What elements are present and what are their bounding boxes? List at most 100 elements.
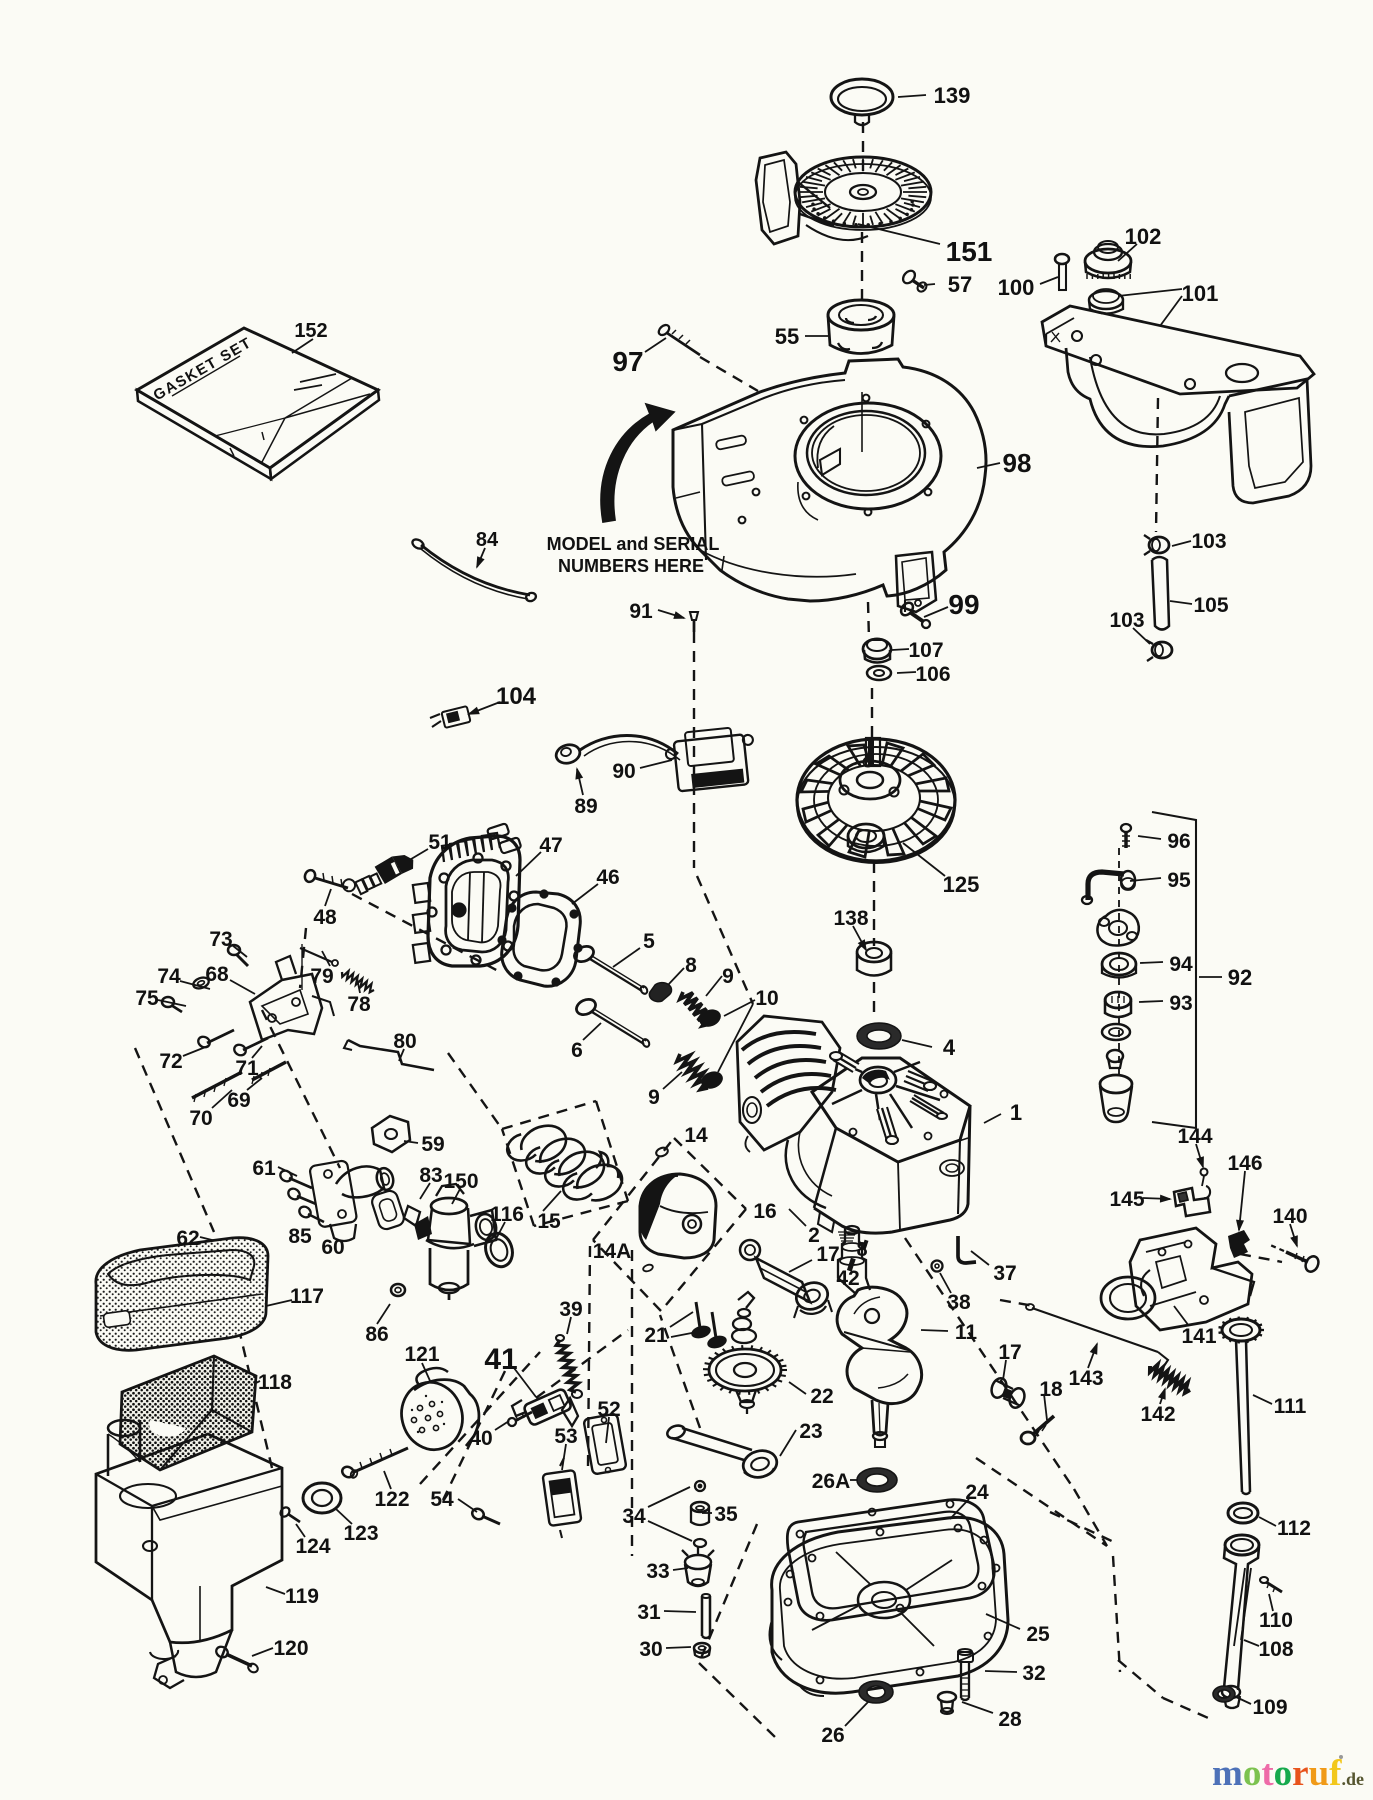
svg-text:40: 40 — [469, 1427, 492, 1450]
svg-text:51: 51 — [428, 831, 452, 854]
svg-text:99: 99 — [948, 589, 979, 620]
svg-text:119: 119 — [285, 1585, 319, 1608]
svg-text:146: 146 — [1227, 1152, 1262, 1175]
svg-text:48: 48 — [313, 906, 337, 929]
svg-text:32: 32 — [1022, 1662, 1045, 1685]
svg-text:150: 150 — [443, 1170, 478, 1193]
svg-text:26A: 26A — [812, 1470, 851, 1493]
svg-text:84: 84 — [476, 529, 499, 551]
svg-text:90: 90 — [612, 760, 635, 783]
svg-text:4: 4 — [943, 1035, 956, 1060]
svg-text:108: 108 — [1258, 1638, 1293, 1661]
svg-text:MODEL and SERIAL: MODEL and SERIAL — [547, 534, 720, 554]
svg-text:35: 35 — [714, 1503, 738, 1526]
svg-text:14: 14 — [684, 1124, 708, 1147]
svg-text:83: 83 — [419, 1164, 442, 1187]
svg-text:102: 102 — [1125, 224, 1162, 249]
svg-text:109: 109 — [1252, 1696, 1287, 1719]
svg-text:41: 41 — [484, 1343, 517, 1376]
svg-text:17: 17 — [816, 1243, 839, 1266]
svg-text:46: 46 — [596, 866, 619, 889]
svg-text:25: 25 — [1026, 1623, 1050, 1646]
svg-text:23: 23 — [799, 1420, 822, 1443]
svg-text:152: 152 — [294, 320, 327, 342]
svg-text:142: 142 — [1140, 1403, 1175, 1426]
svg-text:5: 5 — [643, 930, 655, 953]
svg-text:2: 2 — [808, 1224, 820, 1247]
svg-text:57: 57 — [948, 272, 972, 297]
svg-text:17: 17 — [998, 1341, 1021, 1364]
svg-text:124: 124 — [295, 1535, 330, 1558]
svg-text:68: 68 — [205, 963, 229, 986]
svg-text:30: 30 — [639, 1638, 662, 1661]
svg-text:8: 8 — [685, 954, 697, 977]
svg-text:91: 91 — [629, 600, 653, 623]
svg-text:138: 138 — [833, 907, 868, 930]
svg-text:89: 89 — [574, 795, 597, 818]
svg-text:47: 47 — [539, 834, 562, 857]
svg-text:22: 22 — [810, 1385, 833, 1408]
svg-text:123: 123 — [343, 1522, 378, 1545]
svg-text:9: 9 — [722, 965, 734, 988]
svg-text:103: 103 — [1109, 609, 1144, 632]
svg-text:8: 8 — [856, 1239, 867, 1261]
svg-text:18: 18 — [1039, 1378, 1063, 1401]
svg-text:103: 103 — [1191, 530, 1226, 553]
svg-text:motoruf.de: motoruf.de — [1212, 1753, 1364, 1794]
svg-text:72: 72 — [159, 1050, 182, 1073]
svg-text:86: 86 — [365, 1323, 388, 1346]
svg-text:55: 55 — [775, 324, 799, 349]
svg-text:33: 33 — [646, 1560, 669, 1583]
svg-text:93: 93 — [1169, 992, 1192, 1015]
svg-text:73: 73 — [209, 928, 232, 951]
svg-text:110: 110 — [1259, 1609, 1293, 1632]
svg-text:78: 78 — [347, 993, 371, 1016]
svg-text:120: 120 — [273, 1637, 308, 1660]
svg-text:116: 116 — [490, 1203, 524, 1226]
svg-text:85: 85 — [288, 1225, 312, 1248]
svg-text:125: 125 — [943, 872, 980, 897]
svg-text:101: 101 — [1182, 281, 1219, 306]
svg-text:26: 26 — [821, 1724, 844, 1747]
svg-text:112: 112 — [1277, 1517, 1311, 1540]
svg-text:39: 39 — [559, 1298, 582, 1321]
svg-text:117: 117 — [290, 1285, 324, 1308]
svg-text:106: 106 — [915, 663, 950, 686]
svg-text:145: 145 — [1109, 1188, 1144, 1211]
svg-text:15: 15 — [537, 1210, 561, 1233]
svg-text:16: 16 — [753, 1200, 776, 1223]
svg-text:52: 52 — [597, 1398, 620, 1421]
svg-text:151: 151 — [946, 236, 993, 267]
svg-text:24: 24 — [965, 1481, 989, 1504]
svg-text:NUMBERS HERE: NUMBERS HERE — [558, 556, 704, 576]
svg-text:98: 98 — [1003, 448, 1032, 478]
svg-text:96: 96 — [1167, 830, 1190, 853]
svg-text:62: 62 — [176, 1227, 199, 1250]
svg-text:69: 69 — [227, 1089, 250, 1112]
svg-text:141: 141 — [1181, 1325, 1216, 1348]
svg-text:95: 95 — [1167, 869, 1191, 892]
svg-text:9: 9 — [648, 1086, 660, 1109]
svg-text:6: 6 — [571, 1039, 583, 1062]
svg-text:14A: 14A — [593, 1240, 632, 1263]
svg-text:38: 38 — [947, 1291, 971, 1314]
svg-text:10: 10 — [755, 987, 778, 1010]
svg-text:61: 61 — [252, 1157, 276, 1180]
svg-text:79: 79 — [310, 965, 333, 988]
svg-text:80: 80 — [393, 1030, 416, 1053]
svg-text:53: 53 — [554, 1425, 577, 1448]
svg-text:28: 28 — [998, 1708, 1022, 1731]
svg-text:139: 139 — [934, 83, 971, 108]
svg-text:1: 1 — [1010, 1100, 1022, 1125]
svg-text:54: 54 — [430, 1488, 454, 1511]
svg-text:122: 122 — [374, 1488, 409, 1511]
svg-text:60: 60 — [321, 1236, 344, 1259]
svg-text:59: 59 — [421, 1133, 444, 1156]
svg-text:74: 74 — [157, 965, 181, 988]
svg-text:34: 34 — [622, 1505, 646, 1528]
svg-text:37: 37 — [993, 1262, 1016, 1285]
svg-text:121: 121 — [404, 1343, 439, 1366]
svg-text:140: 140 — [1272, 1205, 1307, 1228]
svg-text:118: 118 — [258, 1371, 292, 1394]
svg-text:92: 92 — [1228, 965, 1252, 990]
